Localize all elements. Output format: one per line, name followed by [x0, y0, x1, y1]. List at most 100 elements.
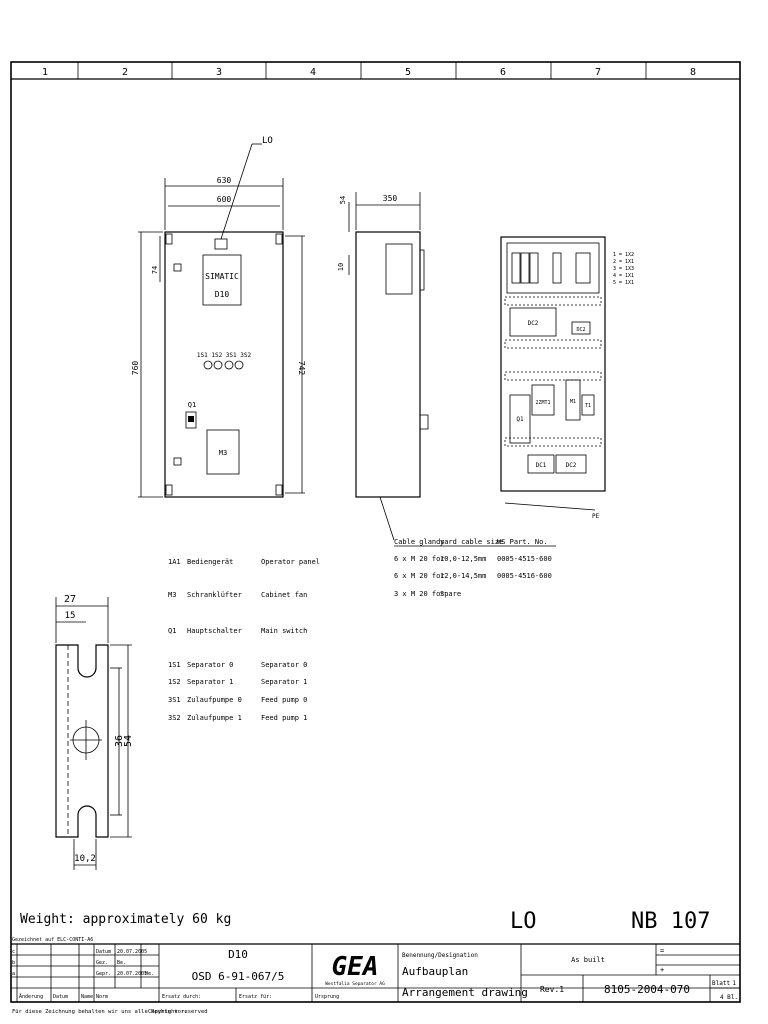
legend-item: 3 = 1X3: [613, 266, 634, 272]
dim-54: 54: [123, 735, 134, 747]
dim-10: 10: [337, 263, 345, 271]
interior-top-zone: [506, 242, 600, 294]
plus-sign: +: [660, 966, 664, 974]
cable-header: WS Part. No.: [497, 538, 548, 546]
component-en: Main switch: [261, 627, 307, 635]
component-de: Zulaufpumpe 1: [187, 714, 242, 722]
ursprung: Ursprung: [315, 994, 339, 1000]
dc1-label: DC1: [536, 462, 547, 469]
main-switch-tag: Q1: [188, 401, 196, 409]
main-switch-handle: [188, 416, 194, 422]
gepr-value: 20.07.2005: [117, 971, 147, 977]
component-en: Cabinet fan: [261, 591, 307, 599]
pe-label: PE: [592, 513, 600, 520]
m1-module: [565, 379, 581, 421]
lock-bottom: [173, 457, 182, 466]
hinge-bottom-left: [165, 484, 173, 496]
dim-630: 630: [217, 176, 232, 185]
legend-item: 2 = 1X1: [613, 259, 634, 265]
component-en: Separator 0: [261, 661, 307, 669]
legend-item: 1 = 1X2: [613, 252, 634, 258]
switch-1s1: [203, 360, 213, 370]
column-number: 5: [405, 67, 411, 78]
revision: Rev.1: [540, 985, 564, 994]
hinge-bottom-right: [275, 484, 283, 496]
panel-label: SIMATIC: [205, 272, 239, 281]
cable-header: yard cable size: [440, 538, 503, 546]
component-de: Zulaufpumpe 0: [187, 696, 242, 704]
switch-1s2: [213, 360, 223, 370]
cable-cell: 0005-4515-600: [497, 555, 552, 563]
interior-outline: [500, 236, 606, 492]
big-nb-label: NB 107: [631, 909, 710, 934]
column-number: 8: [690, 67, 696, 78]
dc2c-label: DC2: [566, 462, 577, 469]
doc-title: D10: [228, 948, 248, 961]
fan-tag: M3: [219, 449, 227, 457]
big-lo-label: LO: [510, 909, 537, 934]
cable-cell: 3 x M 20 for: [394, 590, 445, 598]
gepr-label: Gepr.: [96, 971, 111, 977]
main-switch: [185, 411, 197, 429]
terminal-5: [575, 252, 591, 284]
dim-36: 36: [114, 735, 125, 747]
dim-74: 74: [151, 266, 159, 274]
cabinet-side-outline: [355, 231, 421, 498]
designation-de: Aufbauplan: [402, 965, 468, 978]
rail-profile: [55, 644, 109, 838]
side-view: 350 54 10: [337, 192, 429, 541]
operator-panel: [202, 254, 242, 306]
panel-top-fitting: [214, 238, 228, 250]
component-tag: 1A1: [168, 558, 181, 566]
component-de: Hauptschalter: [187, 627, 242, 635]
dim-350: 350: [383, 194, 398, 203]
column-number: 1: [42, 67, 48, 78]
datum-value: 20.07.2005: [117, 949, 147, 955]
switch-labels: 1S1 1S2 3S1 3S2: [197, 352, 252, 359]
doc-number: OSD 6-91-067/5: [192, 970, 285, 983]
revision-letter: b: [12, 960, 15, 966]
component-tag: M3: [168, 591, 176, 599]
gez-value: Be.: [117, 960, 126, 966]
dim-742: 742: [297, 361, 306, 376]
component-en: Separator 1: [261, 678, 307, 686]
gea-logo: GEA Westfalia Separator AG: [325, 952, 385, 987]
drawing-border: [10, 61, 741, 1003]
pe-rail: [504, 502, 596, 511]
title-block: Gezeichnet auf ELC-CONTI-A6 c b a Änderu…: [11, 937, 740, 1015]
component-tag: 3S1: [168, 696, 181, 704]
dim-10-2: 10,2: [74, 854, 96, 864]
label-name: Name: [81, 994, 93, 1000]
dc2c-module: [555, 454, 587, 474]
side-fan-cover: [419, 414, 429, 430]
component-tag: 3S2: [168, 714, 181, 722]
interior-view: DC2 DC2 Q1 2ZMT1 M1 T1 DC1 DC2 PE 1 = 1X…: [500, 236, 634, 520]
dim-15: 15: [65, 611, 76, 621]
dim-54: 54: [339, 196, 347, 204]
hinge-top-left: [165, 233, 173, 245]
ersatz-durch: Ersatz durch:: [162, 994, 201, 1000]
rp-module: [531, 384, 555, 416]
component-en: Feed pump 0: [261, 696, 307, 704]
cable-cell: Spare: [440, 590, 461, 598]
detail-view: 27 15 36 54 10,2: [55, 594, 134, 870]
gea-logo-text: GEA: [332, 952, 379, 982]
legend-item: 4 = 1X1: [613, 273, 634, 279]
gea-logo-subtitle: Westfalia Separator AG: [325, 981, 385, 987]
sheet-number: 1: [732, 980, 736, 987]
cable-duct-1: [504, 296, 602, 306]
sheet-label: Blatt: [712, 980, 730, 987]
label-norm: Norm: [96, 994, 108, 1000]
component-tag: Q1: [168, 627, 176, 635]
drawn-on-note: Gezeichnet auf ELC-CONTI-A6: [12, 937, 93, 943]
dc2b-module: [571, 321, 591, 335]
dim-27: 27: [64, 594, 76, 605]
cable-header: Cable glands: [394, 538, 445, 546]
designation-en: Arrangement drawing: [402, 986, 528, 999]
revision-letter: c: [12, 949, 15, 955]
component-en: Operator panel: [261, 558, 320, 566]
cable-cell: 6 x M 20 for: [394, 555, 445, 563]
cable-cell: 12,0-14,5mm: [440, 572, 486, 580]
switch-3s2: [234, 360, 244, 370]
